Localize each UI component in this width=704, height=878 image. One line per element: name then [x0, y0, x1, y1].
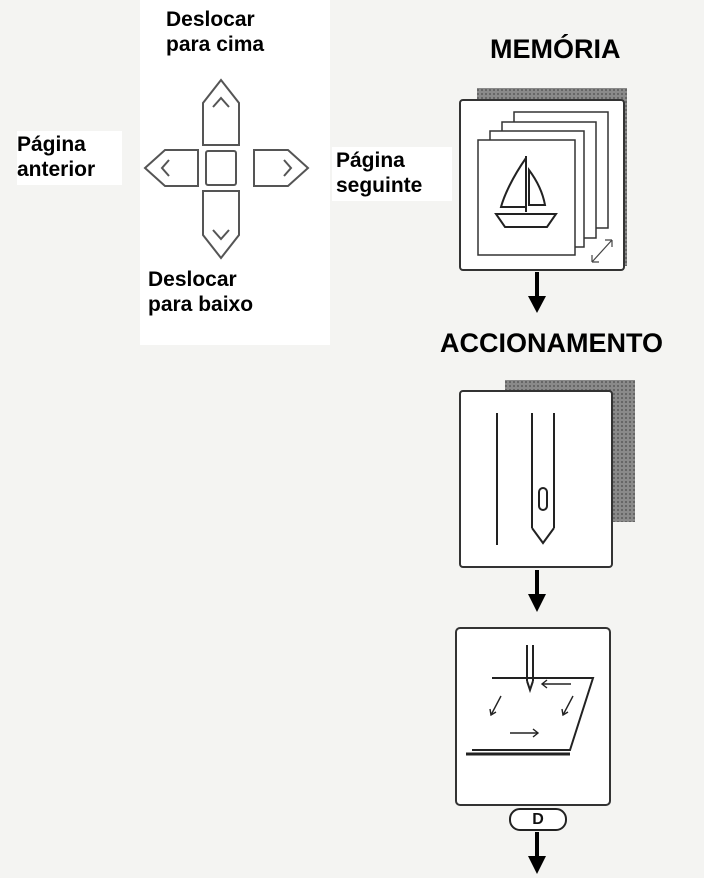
- page-next-button[interactable]: [253, 149, 310, 187]
- section-title-drive: ACCIONAMENTO: [440, 328, 664, 358]
- dpad-center-button[interactable]: [205, 150, 237, 186]
- d-button[interactable]: [509, 808, 567, 831]
- label-page-previous: Página anterior: [17, 131, 122, 185]
- arrow-down-icon: [528, 832, 546, 874]
- arrow-down-icon: [528, 272, 546, 313]
- label-scroll-down: Deslocar para baixo: [148, 268, 273, 318]
- section-title-memory: MEMÓRIA: [490, 34, 621, 64]
- scroll-up-button[interactable]: [202, 78, 240, 146]
- d-button-label: D: [532, 811, 544, 828]
- label-scroll-up: Deslocar para cima: [166, 8, 291, 58]
- page-previous-button[interactable]: [143, 149, 199, 187]
- arrow-down-icon: [528, 570, 546, 612]
- scroll-down-button[interactable]: [202, 190, 240, 260]
- label-page-next: Página seguinte: [332, 147, 452, 201]
